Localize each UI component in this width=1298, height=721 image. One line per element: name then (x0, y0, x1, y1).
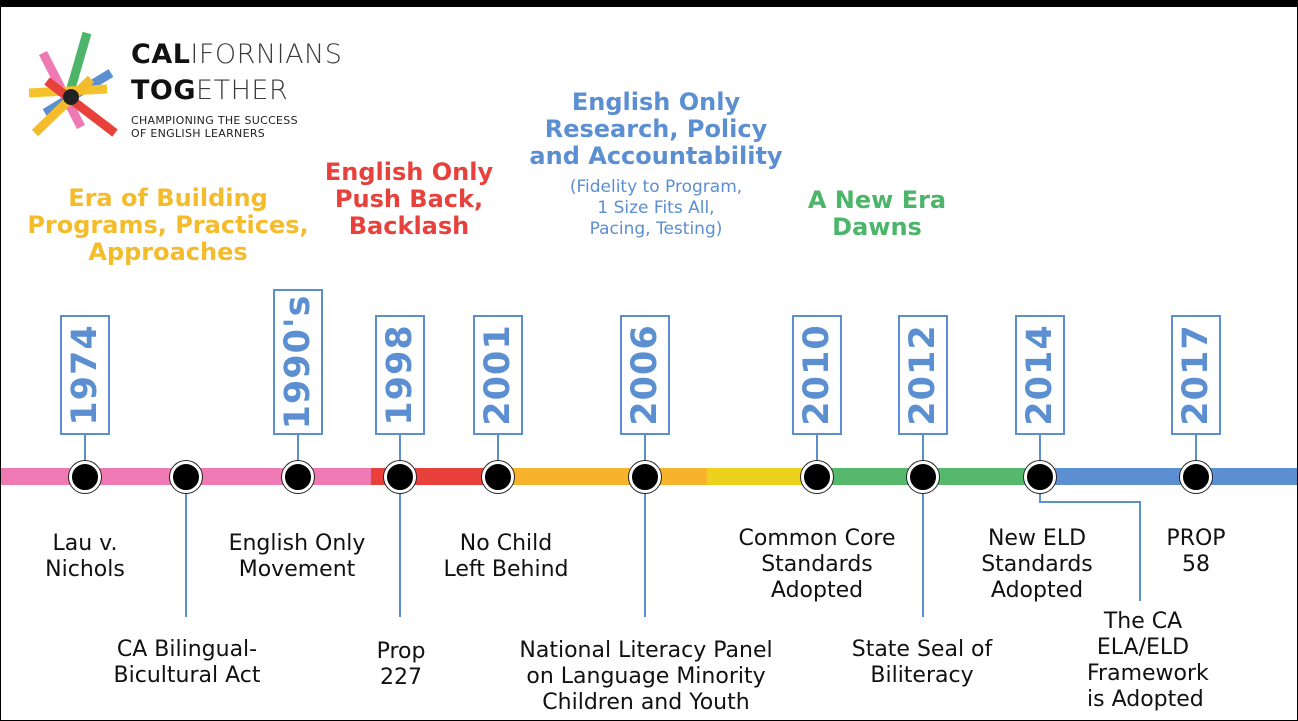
connector-framework-down (1039, 491, 1041, 503)
timeline-dot-bilingual-act (170, 461, 202, 493)
event-ca-bilingual-bicultural-act: CA Bilingual-Bicultural Act (113, 637, 261, 688)
connector-2014 (1039, 433, 1041, 471)
timeline-dot-1998 (384, 461, 416, 493)
era-heading-research: English Only Research, Policy and Accoun… (529, 88, 783, 170)
logo-tagline-2: OF ENGLISH LEARNERS (131, 127, 266, 140)
era-heading-building: Era of Building Programs, Practices, App… (27, 184, 309, 266)
timeline-dot-2001 (482, 461, 514, 493)
timeline-segment-blue (1039, 468, 1297, 485)
connector-nlp (644, 491, 646, 617)
logo-wordmark-line1: CALIFORNIANS (131, 39, 343, 70)
connector-2012 (922, 433, 924, 471)
year-box-2006: 2006 (620, 315, 670, 435)
year-box-2017: 2017 (1171, 315, 1221, 435)
timeline-dot-2006 (629, 461, 661, 493)
year-box-2012: 2012 (898, 315, 948, 435)
connector-state-seal (922, 491, 924, 617)
year-box-1990s: 1990's (273, 289, 323, 435)
era-subheading-research: (Fidelity to Program, 1 Size Fits All, P… (569, 177, 743, 239)
event-lau-v-nichols: Lau v.Nichols (45, 531, 125, 582)
connector-framework-across (1039, 501, 1141, 503)
connector-2010 (816, 433, 818, 471)
year-box-1974: 1974 (60, 315, 110, 435)
connector-1998 (399, 433, 401, 471)
connector-1974 (84, 433, 86, 471)
year-box-1998: 1998 (375, 315, 425, 435)
connector-2006 (644, 433, 646, 471)
year-box-2010: 2010 (792, 315, 842, 435)
logo-tagline-1: CHAMPIONING THE SUCCESS (131, 114, 298, 127)
californians-together-logo-icon (29, 31, 118, 137)
year-box-2014: 2014 (1015, 315, 1065, 435)
timeline-segment-orange (511, 468, 707, 485)
connector-2017 (1195, 433, 1197, 471)
year-box-2001: 2001 (473, 315, 523, 435)
era-heading-pushback: English Only Push Back, Backlash (324, 158, 494, 240)
era-heading-new-era: A New Era Dawns (807, 186, 947, 241)
timeline-dot-1990s (282, 461, 314, 493)
connector-framework-drop (1139, 501, 1141, 601)
connector-prop-227 (399, 491, 401, 617)
connector-1990s (297, 433, 299, 471)
timeline-dot-2010 (801, 461, 833, 493)
timeline-segment-yellow (707, 468, 807, 485)
timeline-dot-2012 (907, 461, 939, 493)
timeline-dot-1974 (69, 461, 101, 493)
connector-bilingual-act (185, 491, 187, 617)
connector-2001 (497, 433, 499, 471)
timeline-dot-2017 (1180, 461, 1212, 493)
logo-wordmark-line2: TOGETHER (131, 75, 289, 106)
timeline-dot-2014 (1024, 461, 1056, 493)
